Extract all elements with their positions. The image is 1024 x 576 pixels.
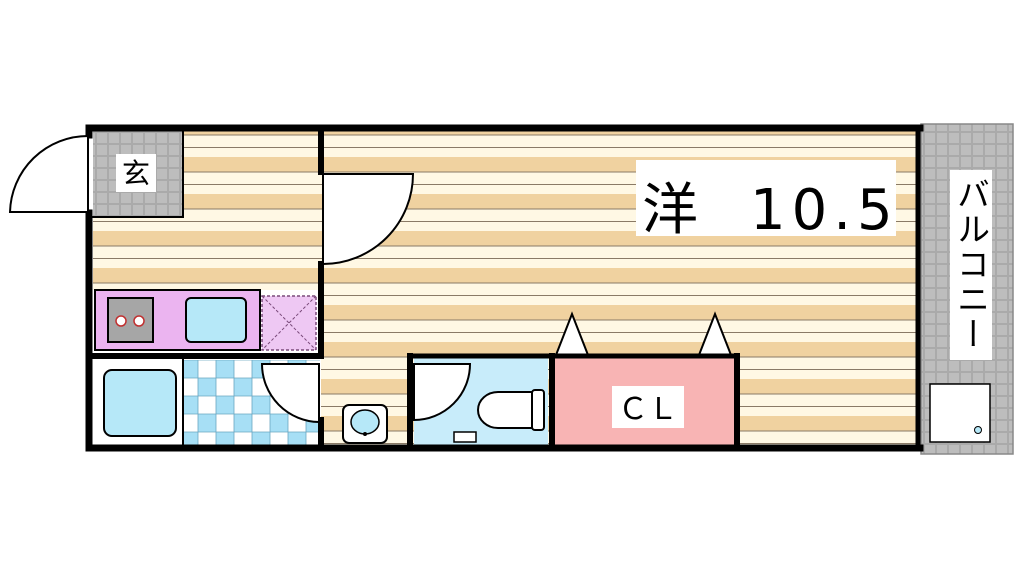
burner-right <box>133 315 145 327</box>
kitchen-sink <box>185 297 247 343</box>
doors <box>8 134 472 424</box>
toilet-door <box>413 363 472 422</box>
room-label-bg <box>636 160 896 236</box>
closet-label: ＣＬ <box>618 392 678 427</box>
toilet-paper <box>453 431 477 443</box>
outdoor-unit <box>929 383 991 443</box>
bathtub <box>103 369 177 437</box>
balcony-label: バルコニー <box>952 177 991 352</box>
bath-door <box>260 363 320 424</box>
room-door <box>322 173 415 266</box>
entrance-door <box>8 134 89 213</box>
stove <box>107 297 154 343</box>
room-type-label: 洋 <box>642 178 698 243</box>
room-size-label: 10.5 <box>750 178 899 243</box>
balcony-label-bg <box>950 170 992 360</box>
toilet-tank <box>531 389 545 431</box>
toilet-bowl <box>477 391 533 429</box>
entrance-label: 玄 <box>122 157 150 190</box>
walls <box>85 124 924 452</box>
closet-label-bg <box>612 386 684 428</box>
burner-left <box>115 315 127 327</box>
